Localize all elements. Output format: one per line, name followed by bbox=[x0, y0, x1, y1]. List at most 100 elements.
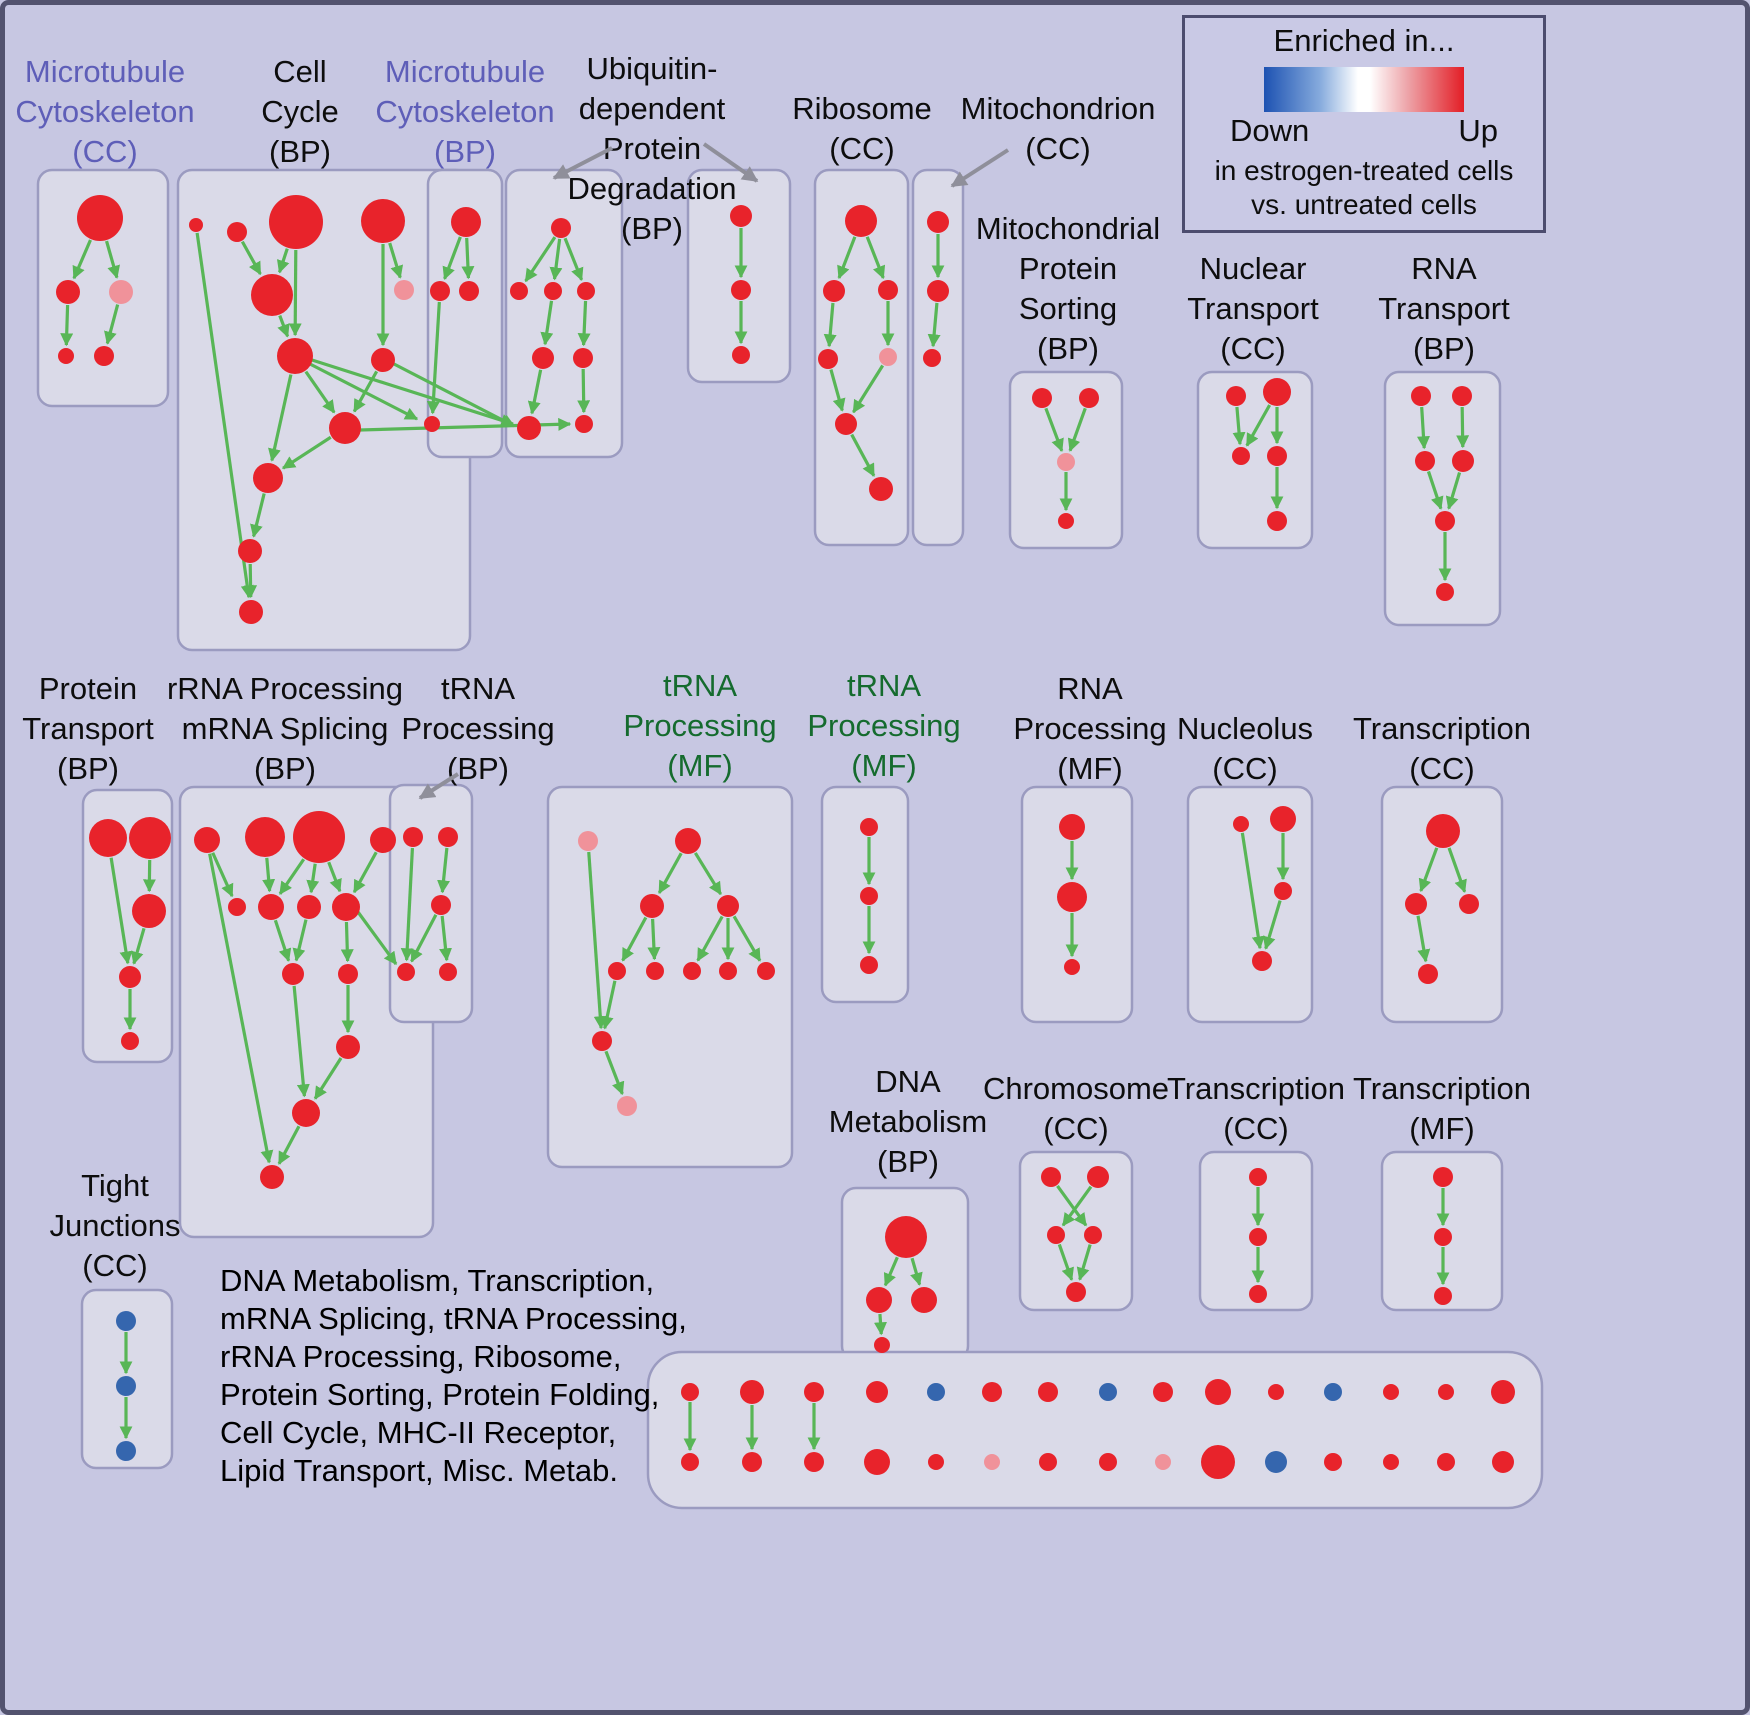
node bbox=[228, 898, 246, 916]
edge bbox=[852, 364, 885, 414]
node bbox=[1491, 1380, 1515, 1404]
node bbox=[260, 1165, 284, 1189]
edge bbox=[278, 858, 306, 895]
node bbox=[592, 1031, 612, 1051]
node bbox=[885, 1216, 927, 1258]
node bbox=[911, 1287, 937, 1313]
node bbox=[804, 1382, 824, 1402]
cluster-label-nucleolus-cc: Nucleolus(CC) bbox=[1177, 711, 1313, 786]
node bbox=[835, 413, 857, 435]
node bbox=[928, 1454, 944, 1470]
cluster-box-chromosome-cc bbox=[1018, 1150, 1134, 1312]
node bbox=[132, 894, 166, 928]
node bbox=[731, 280, 751, 300]
node bbox=[1201, 1445, 1235, 1479]
node bbox=[927, 211, 949, 233]
node bbox=[430, 281, 450, 301]
cluster-box-ribosome-cc bbox=[813, 168, 910, 547]
edge bbox=[340, 921, 354, 963]
node bbox=[1418, 964, 1438, 984]
edge bbox=[277, 315, 290, 338]
edge bbox=[109, 857, 133, 965]
edge bbox=[600, 980, 617, 1030]
edge bbox=[829, 369, 846, 412]
node bbox=[1099, 1453, 1117, 1471]
node bbox=[269, 195, 323, 249]
node bbox=[510, 282, 528, 300]
node bbox=[253, 463, 283, 493]
node bbox=[109, 280, 133, 304]
edge bbox=[693, 852, 723, 896]
edge bbox=[549, 238, 563, 281]
node bbox=[532, 347, 554, 369]
node bbox=[573, 348, 593, 368]
node bbox=[116, 1441, 136, 1461]
cross-cluster-edge bbox=[309, 362, 419, 421]
edge bbox=[292, 985, 310, 1098]
node bbox=[397, 963, 415, 981]
node bbox=[439, 963, 457, 981]
edge bbox=[437, 847, 450, 894]
node bbox=[823, 280, 845, 302]
node bbox=[578, 831, 598, 851]
edge bbox=[211, 852, 234, 898]
node bbox=[1041, 1167, 1061, 1187]
edge bbox=[865, 236, 886, 280]
cluster-box-nuclear-transport bbox=[1196, 370, 1314, 550]
node bbox=[1433, 1167, 1453, 1187]
node bbox=[1324, 1383, 1342, 1401]
node bbox=[927, 280, 949, 302]
cross-cluster-edge bbox=[356, 911, 398, 966]
node bbox=[1452, 386, 1472, 406]
edge bbox=[244, 563, 258, 599]
edge bbox=[1240, 832, 1265, 950]
node bbox=[923, 349, 941, 367]
cluster-box-trna-mf bbox=[546, 785, 794, 1169]
edge bbox=[837, 236, 857, 280]
edge bbox=[927, 302, 941, 348]
node bbox=[329, 412, 361, 444]
node bbox=[575, 415, 593, 433]
edge bbox=[276, 248, 290, 274]
legend: Enriched in... Down Up in estrogen-treat… bbox=[1182, 15, 1546, 233]
node bbox=[640, 894, 664, 918]
edge bbox=[1061, 1185, 1093, 1227]
cluster-box-shared-terms bbox=[646, 1350, 1544, 1510]
node bbox=[878, 280, 898, 300]
cross-cluster-edge bbox=[311, 358, 515, 427]
node bbox=[227, 222, 247, 242]
edge bbox=[647, 918, 661, 961]
node bbox=[675, 828, 701, 854]
node bbox=[874, 1337, 890, 1353]
node bbox=[1263, 378, 1291, 406]
edge bbox=[388, 242, 404, 279]
node bbox=[730, 205, 752, 227]
legend-title: Enriched in... bbox=[1273, 23, 1455, 58]
node bbox=[1233, 816, 1249, 832]
node bbox=[1436, 583, 1454, 601]
edge bbox=[883, 1256, 899, 1287]
node bbox=[116, 1376, 136, 1396]
edge bbox=[1416, 406, 1430, 450]
node bbox=[742, 1452, 762, 1472]
edge bbox=[1447, 847, 1467, 893]
edge bbox=[527, 369, 543, 415]
node bbox=[1057, 882, 1087, 912]
edge bbox=[1056, 1184, 1088, 1227]
label-pointer-arrow bbox=[702, 142, 759, 183]
cluster-label-transcription-cc-1: Transcription(CC) bbox=[1353, 711, 1531, 786]
cross-cluster-edge bbox=[393, 362, 516, 428]
edge bbox=[1456, 406, 1470, 449]
node bbox=[866, 1381, 888, 1403]
edge bbox=[1245, 404, 1272, 447]
node bbox=[189, 218, 203, 232]
legend-gradient-bar bbox=[1264, 67, 1464, 112]
cluster-box-transcription-cc-1 bbox=[1380, 785, 1504, 1024]
node bbox=[1434, 1287, 1452, 1305]
node bbox=[860, 956, 878, 974]
node bbox=[984, 1454, 1000, 1470]
